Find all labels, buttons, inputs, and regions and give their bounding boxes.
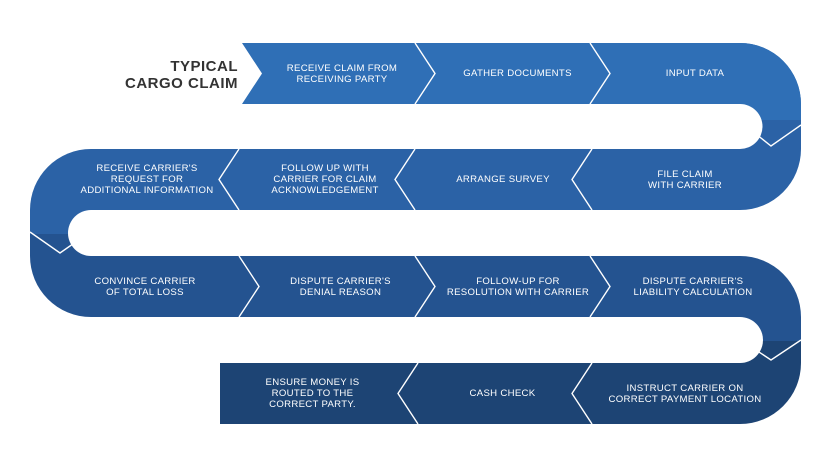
step-text: CARRIER FOR CLAIM <box>273 174 377 185</box>
flow-band-turn-2 <box>30 149 91 234</box>
flow-band-turn-3-lower <box>740 341 801 424</box>
divider-7 <box>29 231 91 254</box>
flow-band-turn-1 <box>740 43 801 104</box>
divider-1 <box>414 42 436 105</box>
step-cash-check: CASH CHECK <box>420 363 585 424</box>
step-text: FOLLOW UP WITH <box>281 163 369 174</box>
step-text: CORRECT PAYMENT LOCATION <box>608 393 762 405</box>
step-text: RECEIVE CARRIER'S <box>96 163 198 174</box>
step-text: RECEIVING PARTY <box>296 73 388 85</box>
step-gather-documents: GATHER DOCUMENTS <box>435 43 600 104</box>
flow-band-row-4 <box>220 363 740 424</box>
step-arrange-survey: ARRANGE SURVEY <box>418 149 588 210</box>
step-text: ACKNOWLEDGEMENT <box>271 185 379 196</box>
band-hole-1-cap <box>740 104 763 149</box>
flow-band-row-3 <box>91 256 740 317</box>
step-text: ARRANGE SURVEY <box>456 174 550 185</box>
flow-band-turn-2-lower <box>30 234 91 317</box>
divider-2 <box>589 42 611 105</box>
divider-10 <box>589 255 611 318</box>
step-text: WITH CARRIER <box>648 179 722 191</box>
step-text: OF TOTAL LOSS <box>106 286 184 298</box>
step-text: FOLLOW-UP FOR <box>476 275 560 287</box>
divider-5 <box>394 148 416 211</box>
step-text: ADDITIONAL INFORMATION <box>80 185 214 196</box>
step-input-data: INPUT DATA <box>610 43 780 104</box>
band-hole-1 <box>262 104 740 149</box>
step-text: CONVINCE CARRIER <box>94 275 196 287</box>
divider-12 <box>571 362 593 425</box>
divider-13 <box>397 362 419 425</box>
flow-band-turn-3 <box>740 256 801 341</box>
step-text: CORRECT PARTY. <box>269 399 356 410</box>
divider-11 <box>740 339 802 361</box>
divider-3 <box>740 121 802 147</box>
divider-6 <box>218 148 240 211</box>
step-text: RECEIVE CLAIM FROM <box>286 62 398 74</box>
step-text: LIABILITY CALCULATION <box>633 286 753 298</box>
step-text: INPUT DATA <box>665 68 725 79</box>
flow-band-row-1 <box>242 43 801 120</box>
step-dividers <box>29 42 802 425</box>
step-text: CASH CHECK <box>469 388 536 399</box>
band-hole-2-cap <box>68 210 91 256</box>
title-line-2: CARGO CLAIM <box>125 75 238 92</box>
diagram-title: TYPICAL CARGO CLAIM <box>118 58 238 92</box>
step-text: ENSURE MONEY IS <box>265 377 360 388</box>
step-text: ROUTED TO THE <box>271 388 354 399</box>
step-text: REQUEST FOR <box>110 174 184 185</box>
step-text: DENIAL REASON <box>299 286 382 298</box>
divider-4 <box>571 148 593 211</box>
divider-8 <box>238 255 260 318</box>
band-hole-2 <box>91 210 740 256</box>
band-hole-3 <box>91 317 740 363</box>
step-text: FILE CLAIM <box>657 168 713 180</box>
step-text: DISPUTE CARRIER'S <box>642 275 744 287</box>
step-text: INSTRUCT CARRIER ON <box>626 382 744 394</box>
flow-band-row-2 <box>91 149 740 210</box>
title-line-1: TYPICAL <box>170 58 238 75</box>
step-text: DISPUTE CARRIER'S <box>290 275 391 287</box>
divider-9 <box>414 255 436 318</box>
step-text: RESOLUTION WITH CARRIER <box>446 286 590 298</box>
step-text: GATHER DOCUMENTS <box>463 68 572 79</box>
